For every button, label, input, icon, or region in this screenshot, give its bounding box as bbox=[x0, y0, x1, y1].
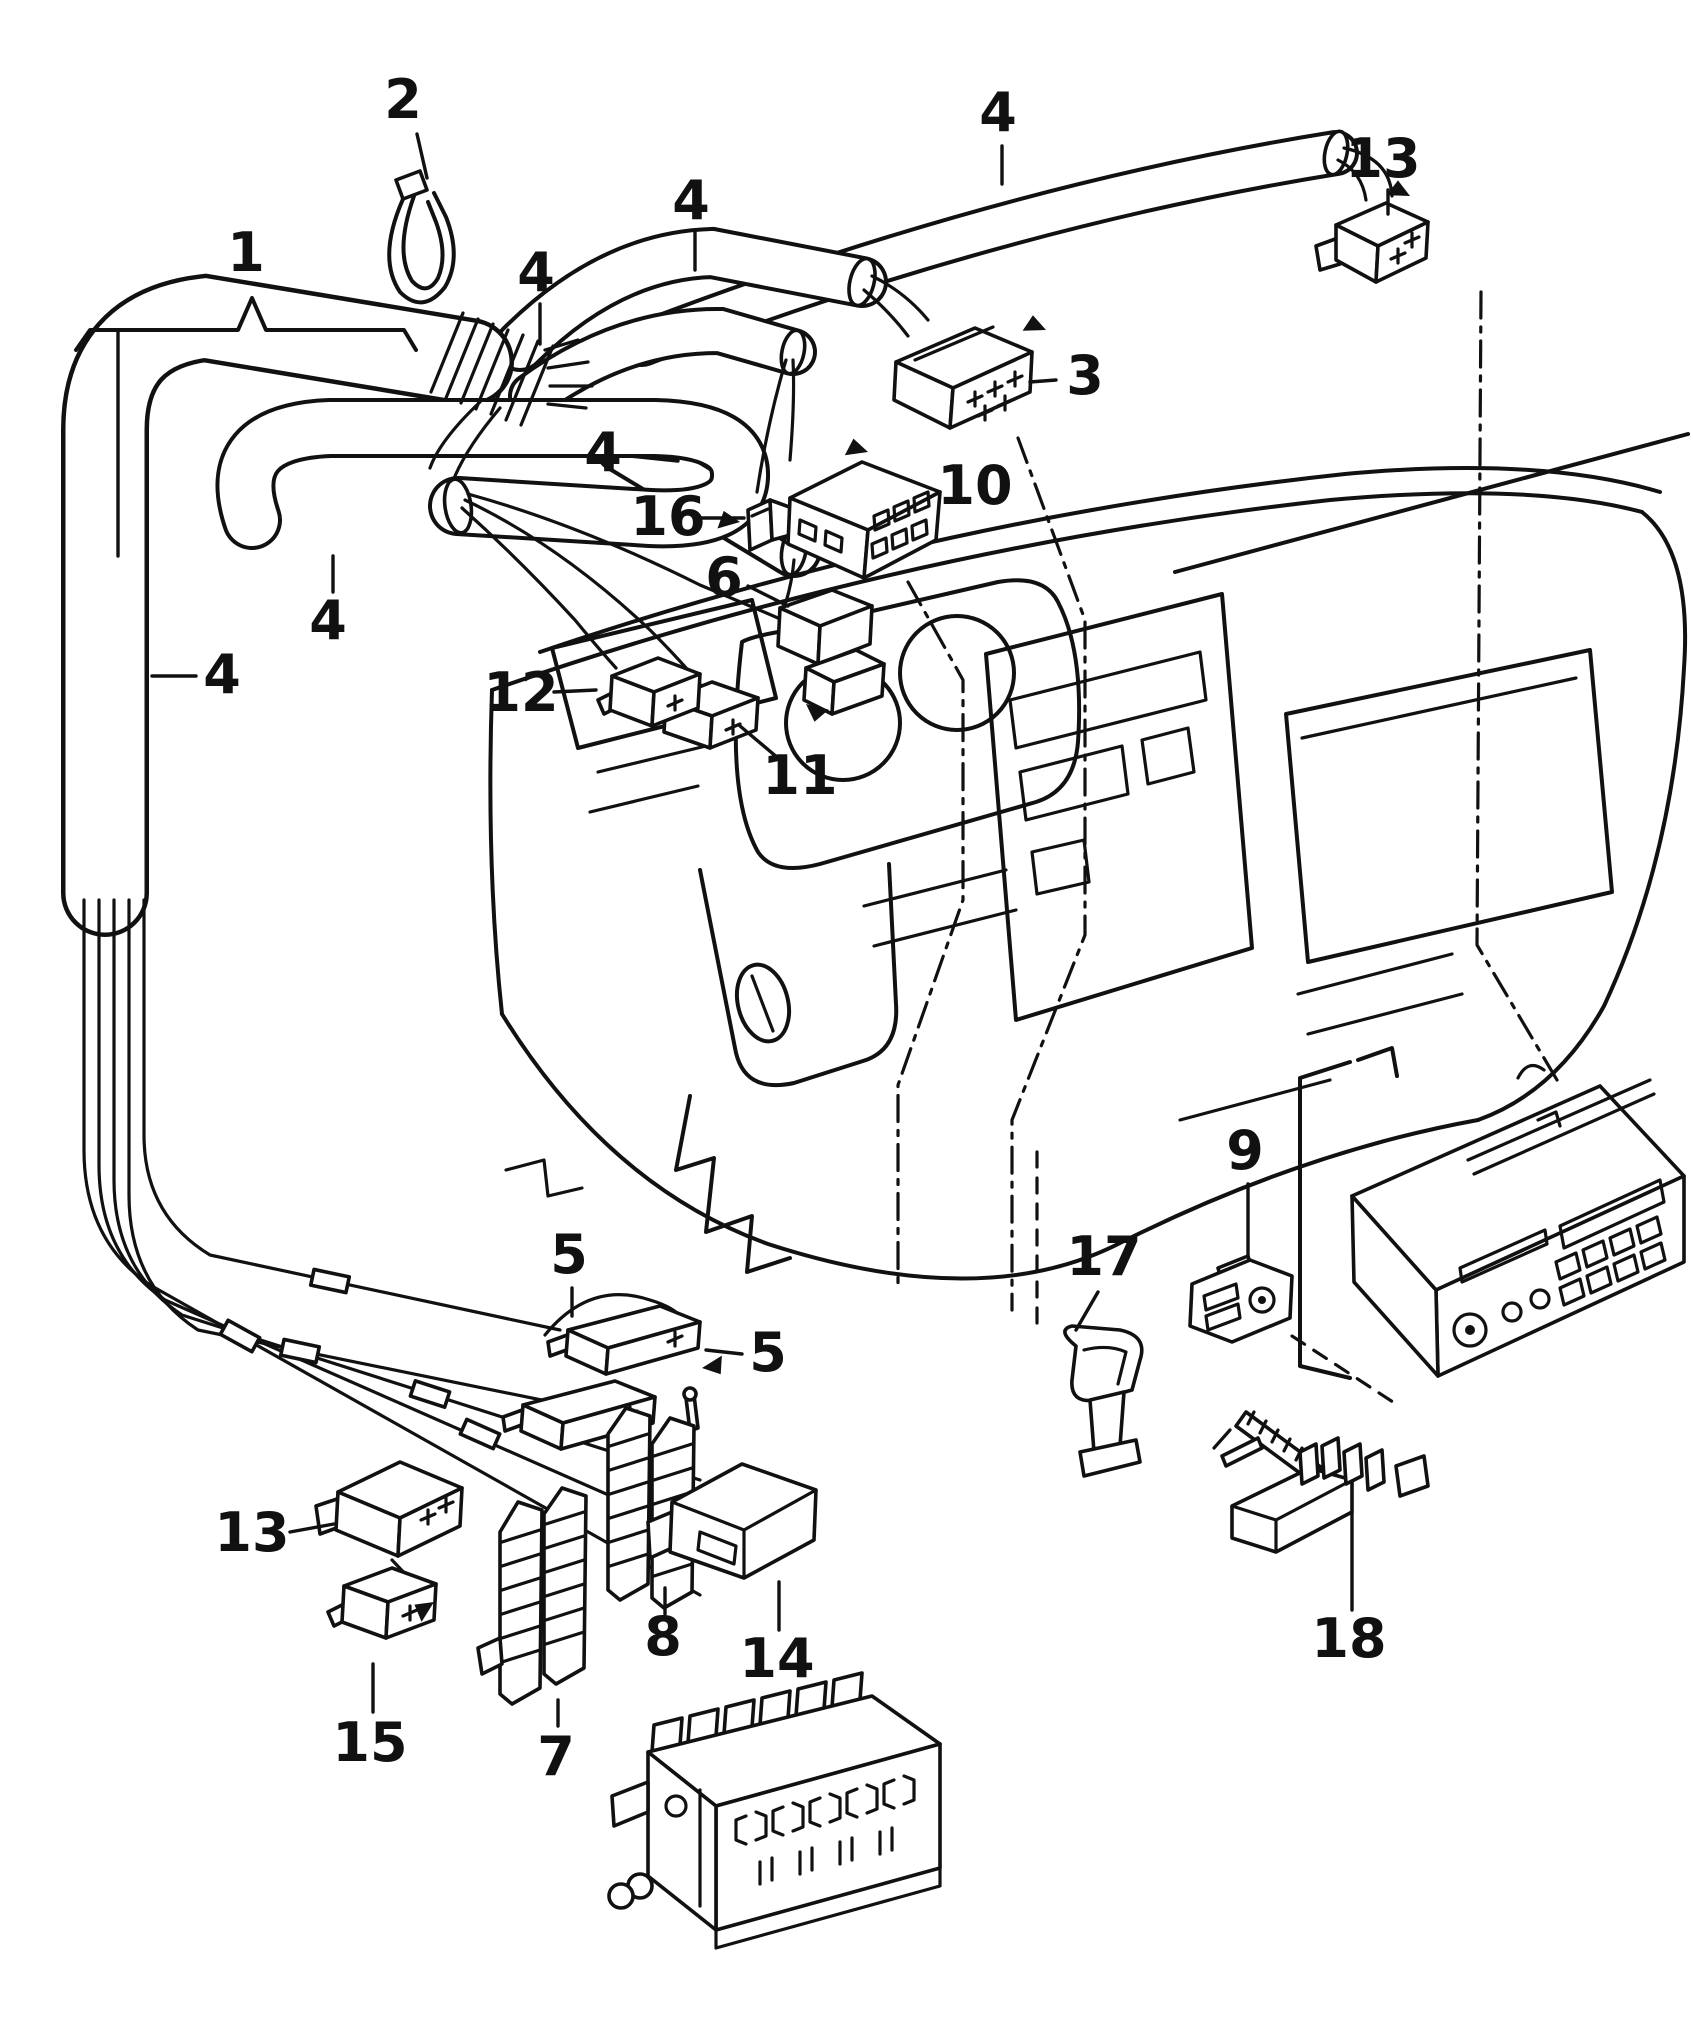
callout-5a-label: 5 bbox=[550, 1223, 588, 1286]
radio-mounting-frame bbox=[1298, 1046, 1399, 1380]
callout-13b-label: 13 bbox=[214, 1501, 289, 1564]
dash-left-vent bbox=[550, 598, 778, 750]
callout-13a-label: 13 bbox=[1345, 127, 1420, 190]
radio-buttons bbox=[1554, 1215, 1667, 1307]
connector-13-bottom bbox=[314, 1460, 464, 1558]
callout-4a-label: 4 bbox=[517, 241, 555, 304]
fuse-slots bbox=[734, 1774, 916, 1886]
callout-12-label: 12 bbox=[483, 661, 558, 724]
callout-15-label: 15 bbox=[332, 1711, 407, 1774]
radio-knob bbox=[1529, 1288, 1551, 1310]
routing-lines bbox=[896, 290, 1562, 1406]
callout-5b-label: 5 bbox=[749, 1321, 787, 1384]
bracket-14 bbox=[646, 1462, 818, 1580]
instrument-binnacle bbox=[733, 578, 1082, 870]
fuse-carrier-7 bbox=[476, 1486, 588, 1706]
fuse-box-tabs bbox=[650, 1671, 864, 1754]
callout-1-brace bbox=[74, 296, 418, 352]
callout-4c-label: 4 bbox=[979, 81, 1017, 144]
fuse-box bbox=[607, 1671, 942, 1950]
under-column-bracket bbox=[674, 1094, 792, 1274]
routing-line-3 bbox=[1010, 436, 1087, 1312]
tube-corrugation bbox=[429, 311, 555, 427]
callout-4b-label: 4 bbox=[672, 169, 710, 232]
callout-18-label: 18 bbox=[1311, 1607, 1386, 1670]
callout-4d-label: 4 bbox=[584, 421, 622, 484]
connector-10 bbox=[786, 460, 942, 580]
radio-knob bbox=[1501, 1301, 1523, 1323]
cassette-slot bbox=[1458, 1228, 1549, 1284]
callout-12-leader bbox=[552, 688, 598, 694]
callout-8-label: 8 bbox=[644, 1605, 682, 1668]
callout-10-label: 10 bbox=[937, 454, 1012, 517]
dashboard bbox=[488, 432, 1690, 1281]
callout-11-leader bbox=[738, 724, 780, 760]
radio-display bbox=[1558, 1178, 1666, 1250]
callout-17-leader bbox=[1074, 1290, 1100, 1332]
connector-15 bbox=[326, 1566, 438, 1640]
connector-6 bbox=[776, 588, 886, 716]
callout-6-leader bbox=[746, 584, 790, 608]
ignition-switch bbox=[734, 962, 792, 1044]
callout-5b-leader bbox=[704, 1348, 744, 1356]
callout-2-label: 2 bbox=[384, 68, 422, 131]
gauge-right bbox=[898, 614, 1016, 732]
cable-tie bbox=[387, 169, 456, 305]
cable-holder-18 bbox=[1212, 1410, 1430, 1554]
callout-1-label: 1 bbox=[227, 221, 265, 284]
center-stack bbox=[984, 592, 1254, 1022]
callout-16-label: 16 bbox=[630, 485, 705, 548]
radio-unit bbox=[1350, 1063, 1686, 1378]
callout-4e-label: 4 bbox=[309, 589, 347, 652]
clip-17 bbox=[1063, 1324, 1144, 1478]
callout-4d-leader bbox=[628, 454, 680, 463]
callout-13b-leader bbox=[288, 1522, 336, 1534]
wire-splices bbox=[218, 1267, 502, 1451]
connector-3 bbox=[892, 325, 1034, 430]
callout-11-label: 11 bbox=[762, 744, 837, 807]
callout-6-label: 6 bbox=[705, 546, 743, 609]
routing-line-9-to-radio bbox=[1290, 1334, 1398, 1406]
dash-detail-lines bbox=[504, 744, 1464, 1198]
callout-3-leader bbox=[1028, 378, 1058, 384]
connector-5-upper bbox=[546, 1304, 702, 1376]
callout-17-label: 17 bbox=[1066, 1225, 1141, 1288]
callout-14-label: 14 bbox=[739, 1627, 814, 1690]
callout-9-label: 9 bbox=[1226, 1119, 1264, 1182]
steering-column bbox=[698, 862, 899, 1088]
callout-4f-label: 4 bbox=[203, 643, 241, 706]
glovebox bbox=[1284, 648, 1614, 964]
connector-12 bbox=[596, 656, 702, 728]
callout-2-leader bbox=[415, 132, 429, 180]
radio-knob bbox=[1452, 1312, 1488, 1348]
connector-13-top bbox=[1314, 201, 1430, 284]
routing-line-13-to-radio bbox=[1475, 290, 1562, 1087]
connector-16 bbox=[746, 498, 796, 552]
clip-9 bbox=[1188, 1254, 1294, 1344]
routing-line-10 bbox=[896, 580, 965, 1292]
callout-3-label: 3 bbox=[1066, 344, 1104, 407]
callout-7-label: 7 bbox=[537, 1725, 575, 1788]
